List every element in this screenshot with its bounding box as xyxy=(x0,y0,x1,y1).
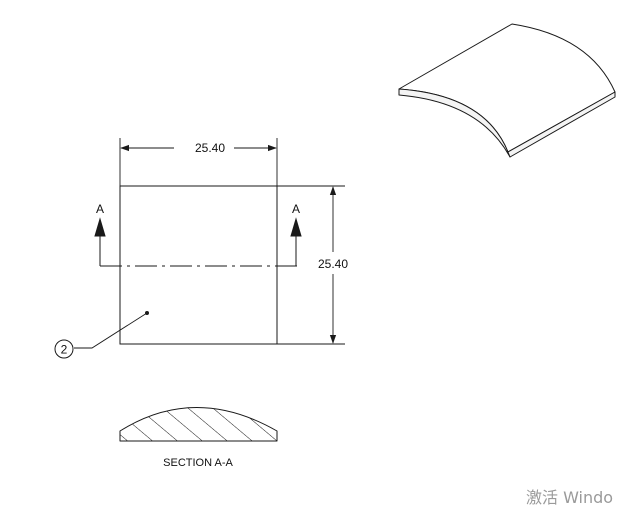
height-dimension-text: 25.40 xyxy=(318,257,348,271)
width-dimension xyxy=(119,138,278,186)
part-outline xyxy=(119,185,278,345)
section-arrow-left xyxy=(94,217,106,266)
section-caption: SECTION A-A xyxy=(163,457,233,469)
height-dimension xyxy=(277,185,345,345)
balloon-callout: 2 xyxy=(54,311,149,359)
leader-line xyxy=(74,312,148,349)
balloon-number: 2 xyxy=(61,343,68,357)
isometric-view xyxy=(398,23,616,158)
iso-top-surface xyxy=(398,23,616,153)
section-view-shape xyxy=(119,407,278,442)
iso-right-edge xyxy=(507,91,616,158)
balloon-circle xyxy=(54,339,74,359)
section-arrow-right xyxy=(290,217,302,266)
section-label-right: A xyxy=(292,202,300,216)
activation-watermark: 激活 Windo xyxy=(526,488,613,505)
section-label-left: A xyxy=(96,202,104,216)
width-dimension-text: 25.40 xyxy=(195,141,225,155)
